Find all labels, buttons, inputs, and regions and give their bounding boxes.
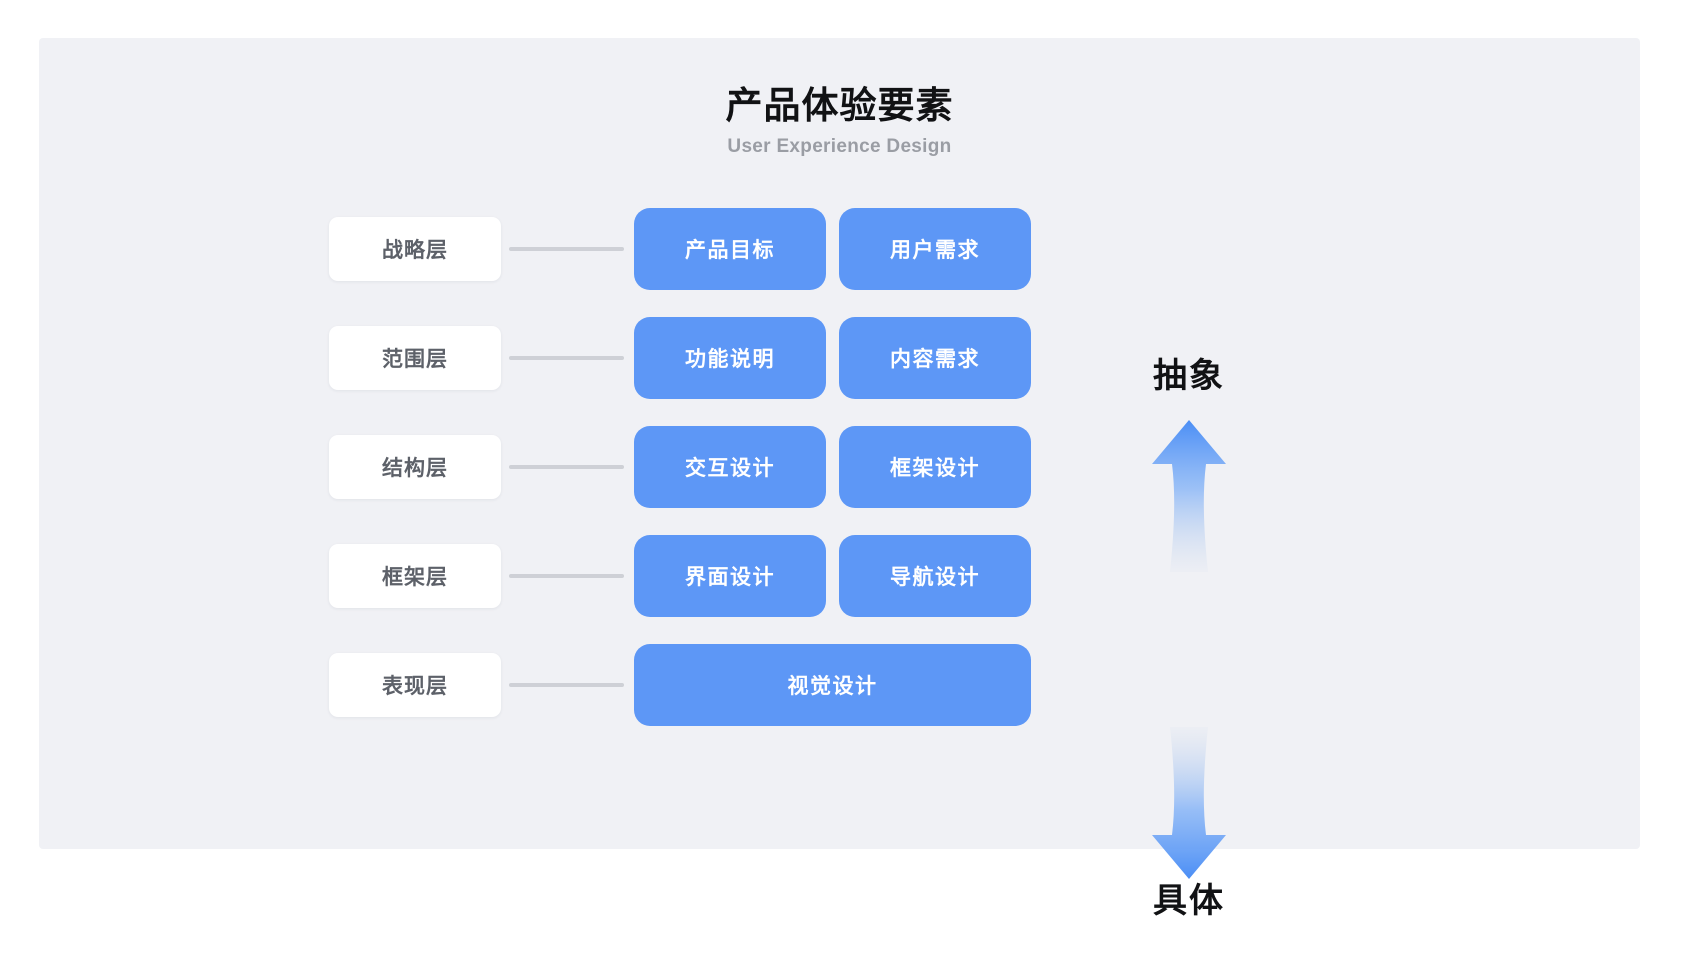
connector-line [509, 574, 624, 578]
element-box-product-goal[interactable]: 产品目标 [634, 208, 826, 290]
axis-label-abstract: 抽象 [1153, 357, 1225, 395]
layer-label-strategy[interactable]: 战略层 [329, 217, 501, 281]
element-box-framework-design[interactable]: 框架设计 [839, 426, 1031, 508]
element-box-interface-design[interactable]: 界面设计 [634, 535, 826, 617]
element-box-user-needs[interactable]: 用户需求 [839, 208, 1031, 290]
layer-label-surface[interactable]: 表现层 [329, 653, 501, 717]
diagram-row-surface: 表现层 视觉设计 [39, 644, 1640, 726]
diagram-row-skeleton: 框架层 界面设计 导航设计 [39, 535, 1640, 617]
connector-line [509, 683, 624, 687]
connector-line [509, 356, 624, 360]
ux-elements-diagram: 战略层 产品目标 用户需求 范围层 功能说明 内容需求 结构层 交互设计 框架设… [39, 208, 1640, 920]
layer-label-structure[interactable]: 结构层 [329, 435, 501, 499]
arrow-down-icon [1144, 723, 1234, 883]
element-box-interaction-design[interactable]: 交互设计 [634, 426, 826, 508]
layer-label-scope[interactable]: 范围层 [329, 326, 501, 390]
element-box-content-requirement[interactable]: 内容需求 [839, 317, 1031, 399]
layer-label-skeleton[interactable]: 框架层 [329, 544, 501, 608]
axis-label-concrete: 具体 [1153, 882, 1225, 920]
diagram-row-structure: 结构层 交互设计 框架设计 [39, 426, 1640, 508]
element-box-visual-design[interactable]: 视觉设计 [634, 644, 1031, 726]
connector-line [509, 465, 624, 469]
diagram-canvas: 产品体验要素 User Experience Design 战略层 产品目标 用… [39, 38, 1640, 920]
abstraction-axis: 抽象 [1099, 348, 1319, 958]
connector-line [509, 247, 624, 251]
element-box-functional-spec[interactable]: 功能说明 [634, 317, 826, 399]
diagram-row-strategy: 战略层 产品目标 用户需求 [39, 208, 1640, 290]
page-title: 产品体验要素 [725, 85, 954, 126]
page-subtitle: User Experience Design [727, 135, 952, 157]
header: 产品体验要素 User Experience Design [39, 85, 1640, 158]
element-box-navigation-design[interactable]: 导航设计 [839, 535, 1031, 617]
arrow-up-icon [1144, 416, 1234, 576]
diagram-row-scope: 范围层 功能说明 内容需求 [39, 317, 1640, 399]
